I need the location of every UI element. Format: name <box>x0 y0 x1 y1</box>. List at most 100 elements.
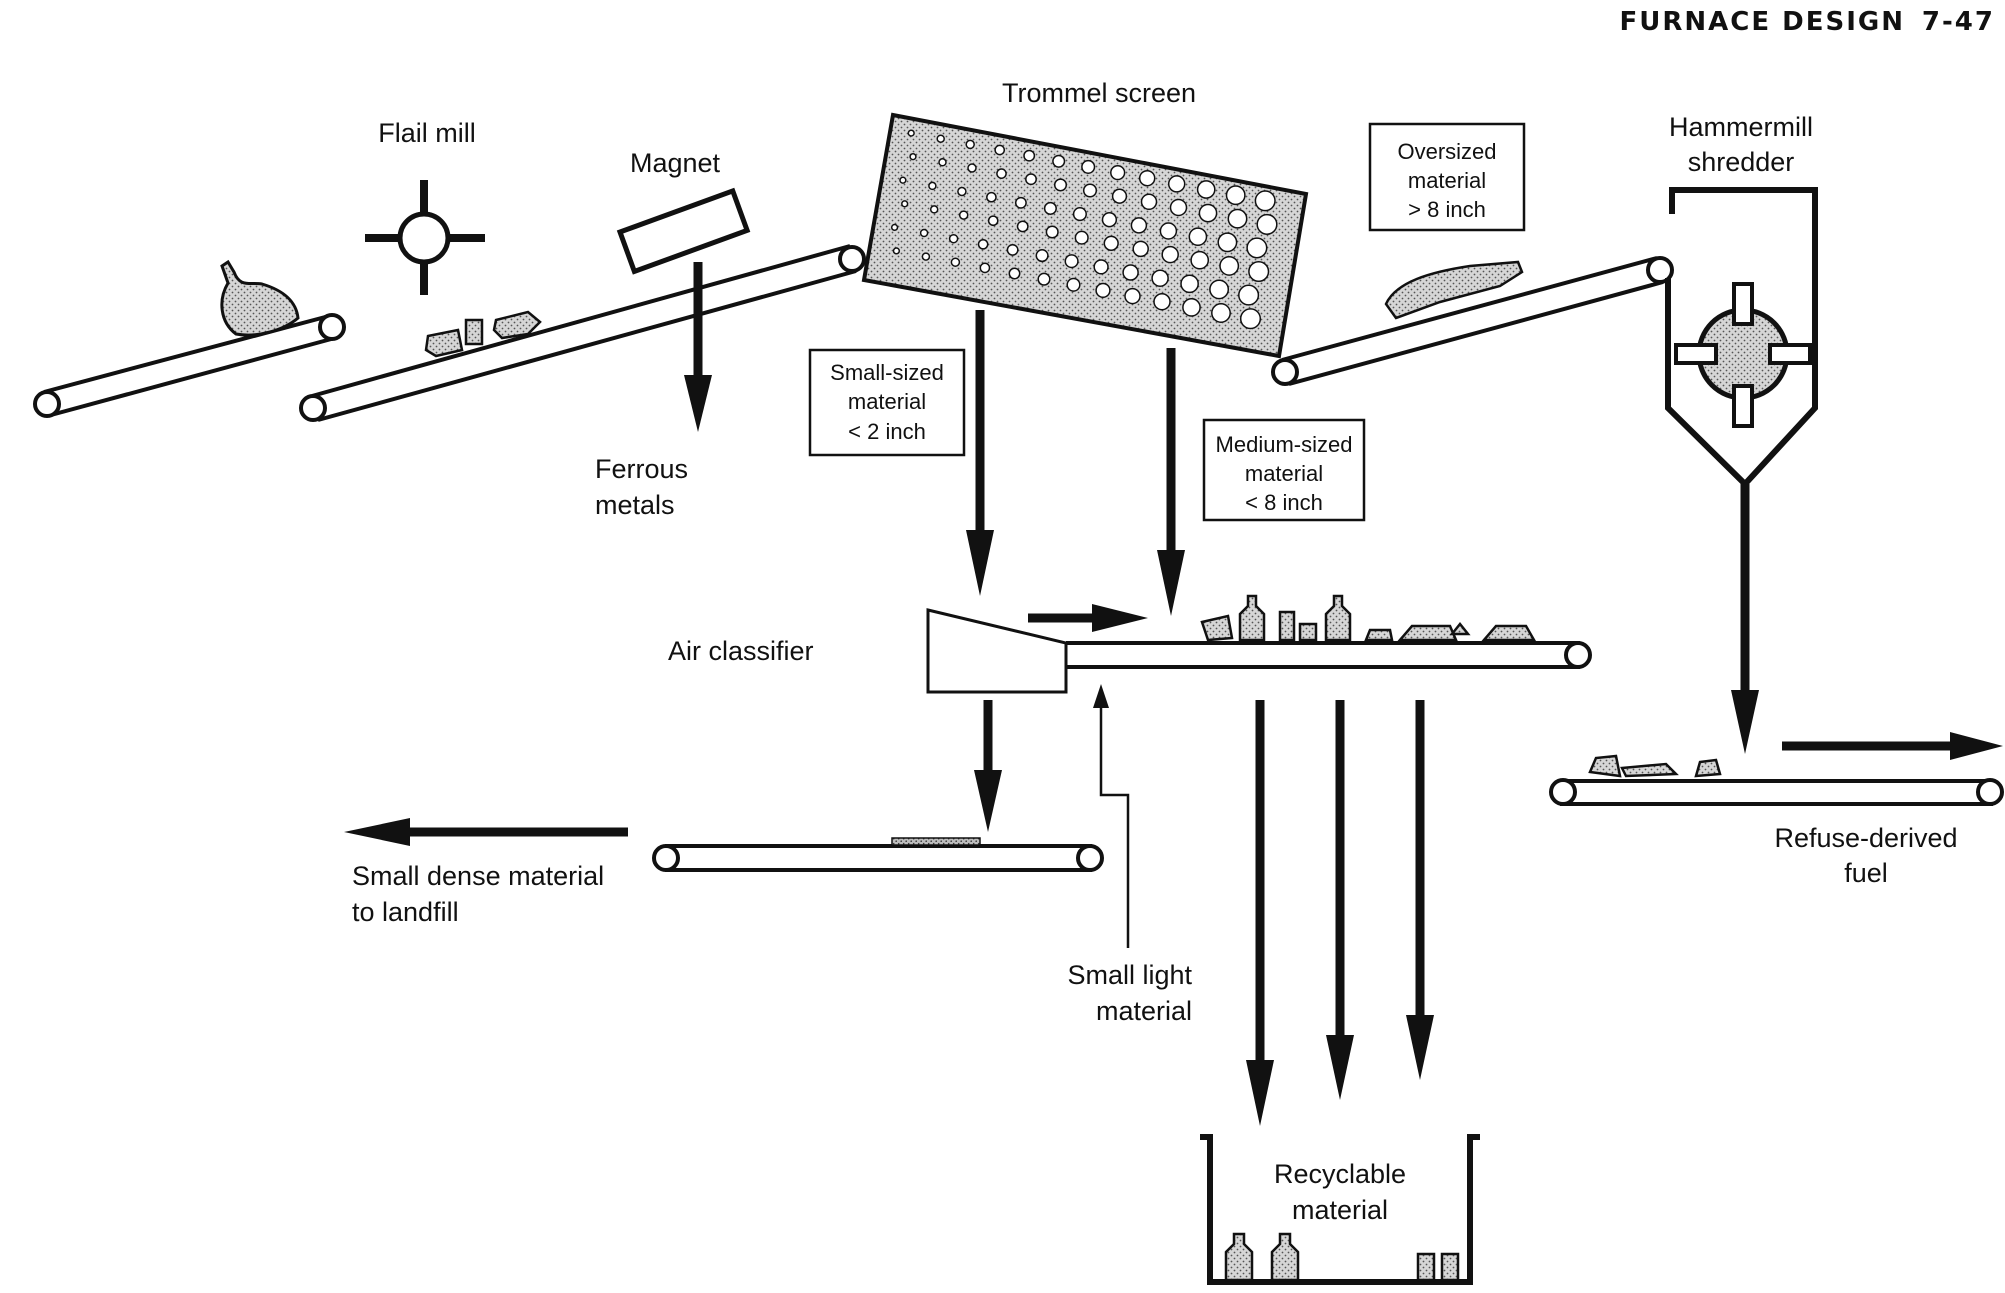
screen-hole <box>948 233 959 244</box>
screen-hole <box>1180 274 1199 294</box>
screen-hole <box>929 205 939 214</box>
screen-hole <box>909 153 917 161</box>
screen-hole <box>1130 217 1148 234</box>
screen-hole <box>1025 173 1037 186</box>
arrow-small-light <box>1093 684 1130 948</box>
arrow-classifier-right <box>1028 604 1148 632</box>
screen-hole <box>1082 183 1098 198</box>
screen-hole <box>1110 164 1126 181</box>
screen-hole <box>957 186 967 197</box>
screen-hole <box>1138 169 1156 187</box>
arrows-to-recyclable <box>1246 700 1434 1126</box>
screen-hole <box>1211 303 1231 323</box>
dense-material <box>891 837 981 846</box>
conveyor-landfill <box>652 844 1104 872</box>
medium-sized-box: Medium-sized material < 8 inch <box>1202 418 1366 522</box>
screen-hole <box>1140 193 1158 211</box>
page-number: 7-47 <box>1922 7 1995 37</box>
conveyor-main <box>1066 641 1592 669</box>
screen-hole <box>1209 279 1230 300</box>
screen-hole <box>1217 232 1238 253</box>
rdf-pieces <box>1588 754 1722 778</box>
arrow-small-sized <box>966 310 994 596</box>
recyclable-label-2: material <box>1292 1195 1388 1225</box>
screen-hole <box>1035 249 1049 263</box>
screen-hole <box>1169 198 1188 217</box>
screen-hole <box>1008 267 1021 280</box>
small-light-label-2: material <box>1096 996 1192 1026</box>
screen-hole <box>1043 201 1057 215</box>
screen-hole <box>1227 208 1248 229</box>
ferrous-label-2: metals <box>595 490 675 520</box>
screen-hole <box>994 144 1006 156</box>
screen-hole <box>1023 149 1036 162</box>
screen-hole <box>1238 284 1260 306</box>
screen-hole <box>1081 159 1096 174</box>
screen-hole <box>1101 212 1118 228</box>
screen-hole <box>950 257 961 267</box>
hammermill-label-2: shredder <box>1688 147 1795 177</box>
flail-mill-icon <box>365 180 485 295</box>
screen-hole <box>1016 220 1029 233</box>
section-title: FURNACE DESIGN <box>1619 7 1905 37</box>
screen-hole <box>1225 185 1246 206</box>
svg-text:< 8 inch: < 8 inch <box>1245 490 1323 515</box>
svg-text:> 8 inch: > 8 inch <box>1408 197 1486 222</box>
conveyor-3 <box>1271 256 1674 386</box>
screen-hole <box>928 181 937 191</box>
small-light-label-1: Small light <box>1067 960 1192 990</box>
conveyor-rdf <box>1549 778 2004 806</box>
screen-hole <box>921 252 931 261</box>
screen-hole <box>1014 196 1027 209</box>
screen-hole <box>892 247 901 255</box>
screen-hole <box>1153 292 1171 311</box>
svg-text:material: material <box>1408 168 1486 193</box>
screen-hole <box>1064 254 1079 269</box>
oversized-pieces <box>1384 260 1524 320</box>
screen-hole <box>938 158 947 167</box>
screen-hole <box>1053 178 1068 192</box>
flail-mill-label: Flail mill <box>378 118 476 148</box>
ferrous-label-1: Ferrous <box>595 454 688 484</box>
screen-hole <box>1095 282 1111 299</box>
recyclable-bin <box>1200 1134 1480 1285</box>
svg-text:Oversized: Oversized <box>1397 139 1496 164</box>
rdf-label-1: Refuse-derived <box>1774 823 1957 853</box>
screen-hole <box>1111 188 1128 204</box>
arrow-classifier-down <box>974 700 1002 832</box>
small-dense-label-1: Small dense material <box>352 861 604 891</box>
screen-hole <box>907 129 915 137</box>
screen-hole <box>1248 260 1270 283</box>
refuse-bag <box>220 259 300 337</box>
trommel-label: Trommel screen <box>1002 78 1196 108</box>
recyclable-label-1: Recyclable <box>1274 1159 1406 1189</box>
screen-hole <box>1256 213 1278 235</box>
screen-hole <box>979 262 991 274</box>
magnet-icon <box>616 187 751 275</box>
screen-hole <box>996 168 1007 179</box>
hammermill-label-1: Hammermill <box>1669 112 1813 142</box>
svg-text:< 2 inch: < 2 inch <box>848 419 926 444</box>
svg-text:Medium-sized: Medium-sized <box>1216 432 1353 457</box>
screen-hole <box>1198 203 1218 223</box>
screen-hole <box>1161 245 1179 264</box>
svg-text:material: material <box>848 389 926 414</box>
screen-hole <box>1132 240 1149 258</box>
svg-text:Small-sized: Small-sized <box>830 360 944 385</box>
screen-hole <box>1072 207 1087 222</box>
magnet-label: Magnet <box>630 148 721 178</box>
arrow-hammermill-down <box>1731 484 1759 754</box>
conveyor-1 <box>33 313 346 418</box>
recyclable-items-conveyor <box>1200 594 1537 642</box>
shredded-pieces <box>424 310 542 358</box>
screen-hole <box>1074 230 1089 245</box>
screen-hole <box>958 210 969 220</box>
trommel-screen <box>861 112 1309 359</box>
screen-hole <box>1239 308 1262 330</box>
screen-hole <box>936 134 945 143</box>
screen-hole <box>977 238 989 250</box>
screen-hole <box>1196 180 1216 199</box>
screen-hole <box>899 176 907 184</box>
screen-hole <box>986 191 997 203</box>
